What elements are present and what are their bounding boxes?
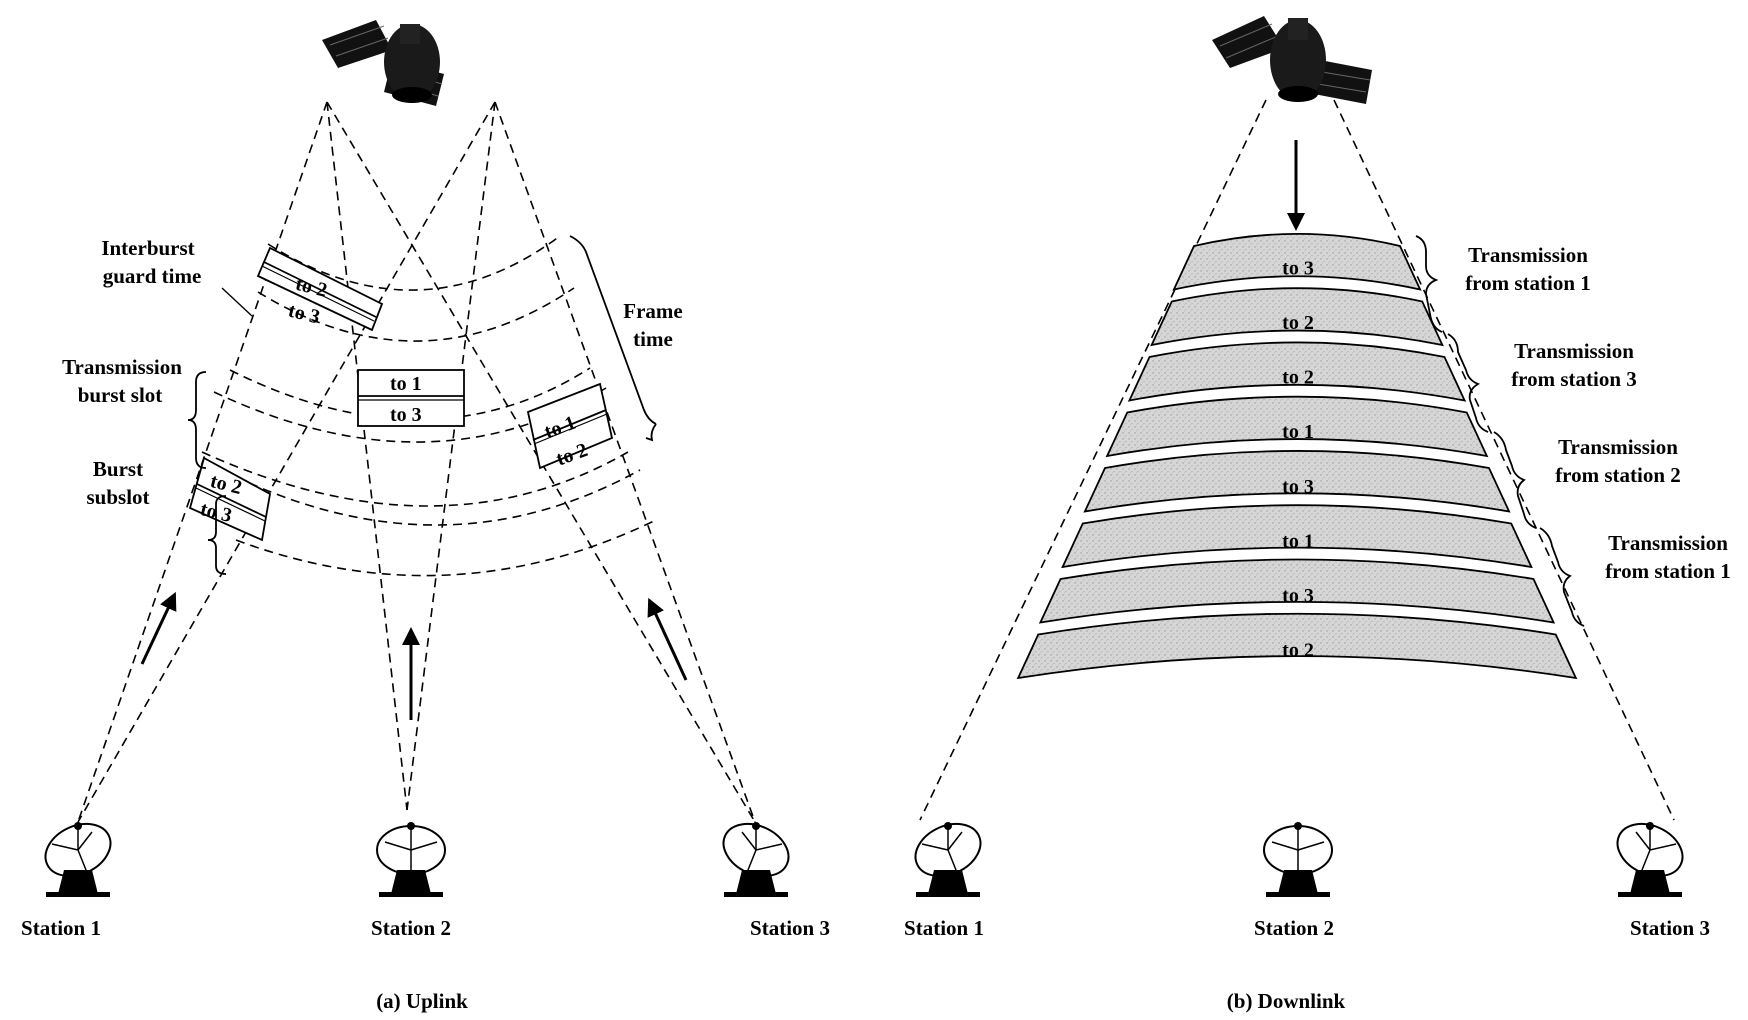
station3-burst: to 1 to 2	[526, 382, 614, 470]
downlink-panel: to 3 to 2 to 2 to 1 to 3 to 1 to 3 to 2 Transmi…	[904, 16, 1731, 1013]
burst-slot-label: Transmission	[62, 355, 182, 379]
station2-burst: to 1 to 3	[357, 369, 465, 427]
subslot-label: subslot	[86, 485, 149, 509]
station-label: Station 2	[1254, 916, 1334, 940]
group-label: Transmission	[1514, 339, 1634, 363]
downlink-slot-label: to 2	[1282, 640, 1314, 662]
downlink-slot	[1150, 287, 1444, 347]
frame-time-label: Frame	[623, 299, 682, 323]
downlink-slot-label: to 3	[1282, 585, 1314, 607]
downlink-slot	[1016, 612, 1578, 680]
dish-antenna-icon	[44, 822, 112, 897]
brace	[569, 235, 657, 425]
brace	[1493, 431, 1537, 529]
downlink-slot-label: to 1	[1282, 530, 1314, 552]
group-label: Transmission	[1468, 243, 1588, 267]
brace	[207, 495, 227, 541]
dish-antenna-icon	[376, 822, 446, 897]
dish-antenna-icon	[1616, 822, 1684, 897]
downlink-slot-label: to 2	[1282, 367, 1314, 389]
group-label: Transmission	[1608, 531, 1728, 555]
station-label: Station 1	[21, 916, 101, 940]
uplink-caption: (a) Uplink	[376, 989, 468, 1013]
station1-burst-lower: to 2 to 3	[188, 456, 271, 542]
brace	[187, 419, 207, 469]
station-label: Station 1	[904, 916, 984, 940]
dish-antenna-icon	[914, 822, 982, 897]
downlink-slot	[1105, 395, 1489, 458]
burst-label: to 3	[390, 404, 422, 426]
pointer-line	[221, 287, 253, 317]
brace	[1539, 527, 1585, 627]
satellite-icon	[1212, 16, 1372, 104]
interburst-label: Interburst	[101, 236, 194, 260]
downlink-slot	[1083, 450, 1511, 513]
downlink-slot-label: to 3	[1282, 257, 1314, 279]
downlink-slot	[1061, 504, 1533, 569]
dish-antenna-icon	[722, 822, 790, 897]
downlink-slots: to 3 to 2 to 2 to 1 to 3 to 1 to 3 to 2	[1016, 233, 1578, 680]
downlink-slot	[1172, 233, 1422, 291]
frame-time-label: time	[633, 327, 673, 351]
downlink-slot	[1127, 341, 1467, 402]
uplink-arrow	[140, 591, 177, 665]
group-label: Transmission	[1558, 435, 1678, 459]
uplink-panel: to 2 to 3 to 2 to 3 to 1 to 3 to 1 to 2	[21, 20, 830, 1013]
brace	[645, 423, 657, 442]
dish-antenna-icon	[1263, 822, 1333, 897]
satellite-icon	[322, 20, 444, 106]
interburst-label: guard time	[103, 264, 202, 288]
downlink-slot	[1038, 558, 1556, 624]
station-label: Station 3	[1630, 916, 1710, 940]
brace	[187, 371, 207, 421]
burst-slot-label: burst slot	[78, 383, 163, 407]
uplink-arrow	[647, 597, 688, 681]
station-label: Station 3	[750, 916, 830, 940]
group-label: from station 1	[1465, 271, 1591, 295]
group-label: from station 1	[1605, 559, 1731, 583]
station1-burst-upper: to 2 to 3	[256, 246, 384, 332]
downlink-slot-label: to 3	[1282, 476, 1314, 498]
subslot-label: Burst	[93, 457, 143, 481]
downlink-slot-label: to 2	[1282, 312, 1314, 334]
downlink-caption: (b) Downlink	[1227, 989, 1346, 1013]
brace	[1447, 333, 1489, 433]
burst-label: to 1	[390, 373, 422, 395]
station-label: Station 2	[371, 916, 451, 940]
downlink-slot-label: to 1	[1282, 421, 1314, 443]
group-label: from station 3	[1511, 367, 1637, 391]
group-label: from station 2	[1555, 463, 1681, 487]
brace	[207, 539, 227, 575]
brace	[1415, 235, 1443, 333]
